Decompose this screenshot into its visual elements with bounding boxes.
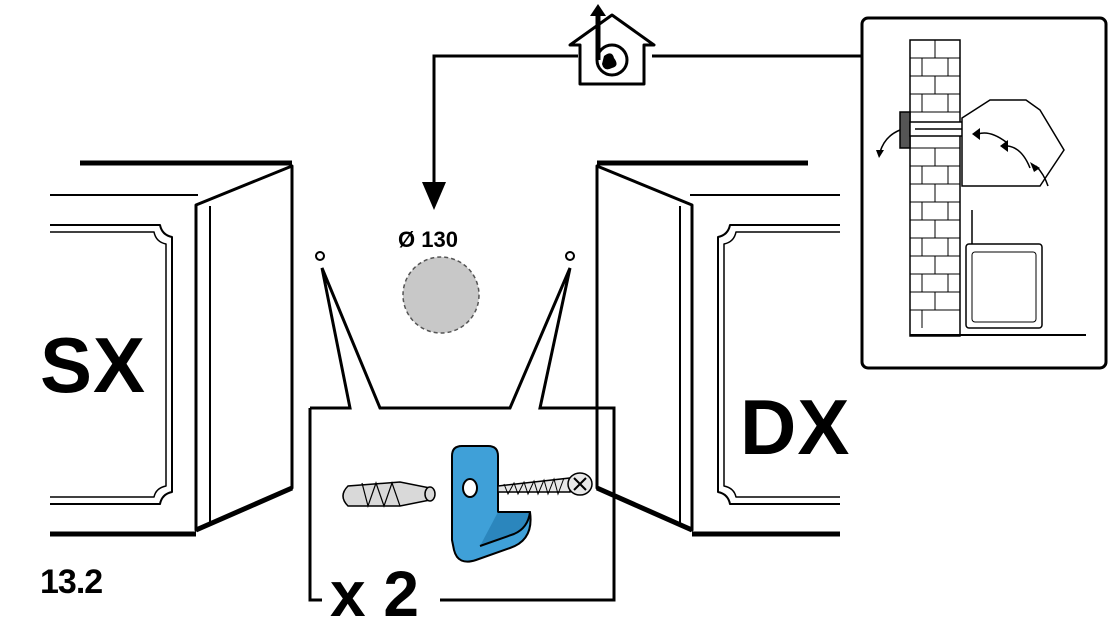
- routing-line: [432, 54, 862, 188]
- right-cabinet: [595, 160, 840, 537]
- screw-icon: [497, 472, 593, 496]
- figure-number: 13.2: [40, 563, 103, 601]
- wall-plug-icon: [342, 481, 436, 509]
- side-view-inset: [860, 16, 1108, 370]
- house-fan-exhaust-icon: [568, 4, 656, 86]
- duct-hole-icon: [402, 256, 480, 334]
- hole-diameter-label: Ø 130: [398, 227, 458, 252]
- callout-box: [308, 267, 616, 602]
- drill-point-left: [315, 251, 325, 261]
- quantity-label: x 2: [322, 562, 427, 626]
- down-arrow-icon: [422, 182, 446, 210]
- left-cabinet: [50, 160, 294, 537]
- drill-point-right: [565, 251, 575, 261]
- left-side-label: SX: [40, 321, 147, 409]
- right-side-label: DX: [740, 383, 851, 471]
- mounting-bracket-icon: [451, 445, 532, 563]
